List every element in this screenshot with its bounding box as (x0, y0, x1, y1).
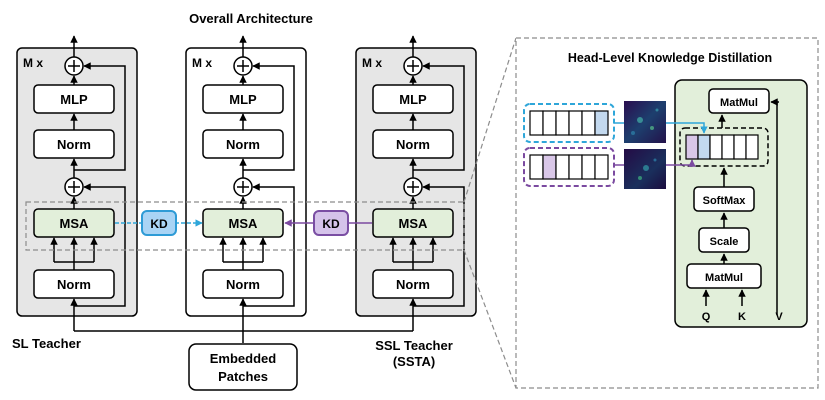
head-kd-title: Head-Level Knowledge Distillation (568, 51, 772, 65)
sl-mlp-label: MLP (60, 92, 88, 107)
student-norm-bottom-label: Norm (226, 277, 260, 292)
kd-left-connection: KD (115, 210, 203, 236)
student-add-bottom (233, 177, 253, 197)
sl-add-bottom (64, 177, 84, 197)
kd-right-connection: KD (284, 210, 372, 236)
ssl-mlp-label: MLP (399, 92, 427, 107)
input-k: K (738, 311, 746, 323)
input-v: V (775, 311, 783, 323)
sl-repeat-label: M x (23, 56, 43, 70)
input-q: Q (702, 311, 711, 323)
student-block: M x MLP Norm MSA Norm (185, 35, 307, 317)
scale-label: Scale (710, 236, 739, 248)
msa-highlight-region (25, 201, 465, 251)
ssl-attention-map-thumbnail (624, 149, 666, 189)
attention-cells (685, 134, 759, 160)
matmul-top-label: MatMul (720, 97, 758, 109)
sl-teacher-block: M x MLP Norm MSA Norm (16, 35, 138, 317)
student-repeat-label: M x (192, 56, 212, 70)
sl-norm-top-label: Norm (57, 137, 91, 152)
sl-msa-label: MSA (60, 216, 90, 231)
attention-map-group (679, 127, 769, 167)
student-mlp-label: MLP (229, 92, 257, 107)
overall-title: Overall Architecture (189, 11, 313, 26)
zoom-connector (463, 37, 517, 389)
student-norm-top-label: Norm (226, 137, 260, 152)
ssl-head-vector-group (523, 147, 615, 187)
sl-attention-map-thumbnail (624, 101, 666, 143)
embedded-patches-box (188, 343, 298, 391)
sl-head-vector-cells (529, 110, 609, 136)
softmax-label: SoftMax (703, 195, 747, 207)
ssl-add-bottom (403, 177, 423, 197)
kd-right-label: KD (322, 217, 340, 231)
student-msa-label: MSA (229, 216, 259, 231)
sl-teacher-caption: SL Teacher (12, 336, 81, 351)
ssl-head-vector-cells (529, 154, 609, 180)
ssl-teacher-caption-line2: (SSTA) (393, 354, 435, 369)
embedded-line2: Patches (218, 369, 268, 384)
sl-norm-bottom-label: Norm (57, 277, 91, 292)
embedded-line1: Embedded (210, 351, 277, 366)
ssl-add-top (403, 56, 423, 76)
sl-add-top (64, 56, 84, 76)
ssl-norm-top-label: Norm (396, 137, 430, 152)
kd-right-badge (313, 210, 349, 236)
matmul-bottom-label: MatMul (705, 272, 743, 284)
kd-left-label: KD (150, 217, 168, 231)
ssl-teacher-caption-line1: SSL Teacher (375, 338, 453, 353)
ssl-norm-bottom-label: Norm (396, 277, 430, 292)
ssl-teacher-block: M x MLP Norm MSA Norm (355, 35, 477, 317)
kd-left-badge (141, 210, 177, 236)
ssl-msa-label: MSA (399, 216, 429, 231)
embedded-distribution-lines (70, 298, 417, 343)
ssl-repeat-label: M x (362, 56, 382, 70)
head-kd-panel: Head-Level Knowledge Distillation MatMul… (515, 37, 819, 389)
matmul-top-box (708, 88, 770, 114)
student-add-top (233, 56, 253, 76)
